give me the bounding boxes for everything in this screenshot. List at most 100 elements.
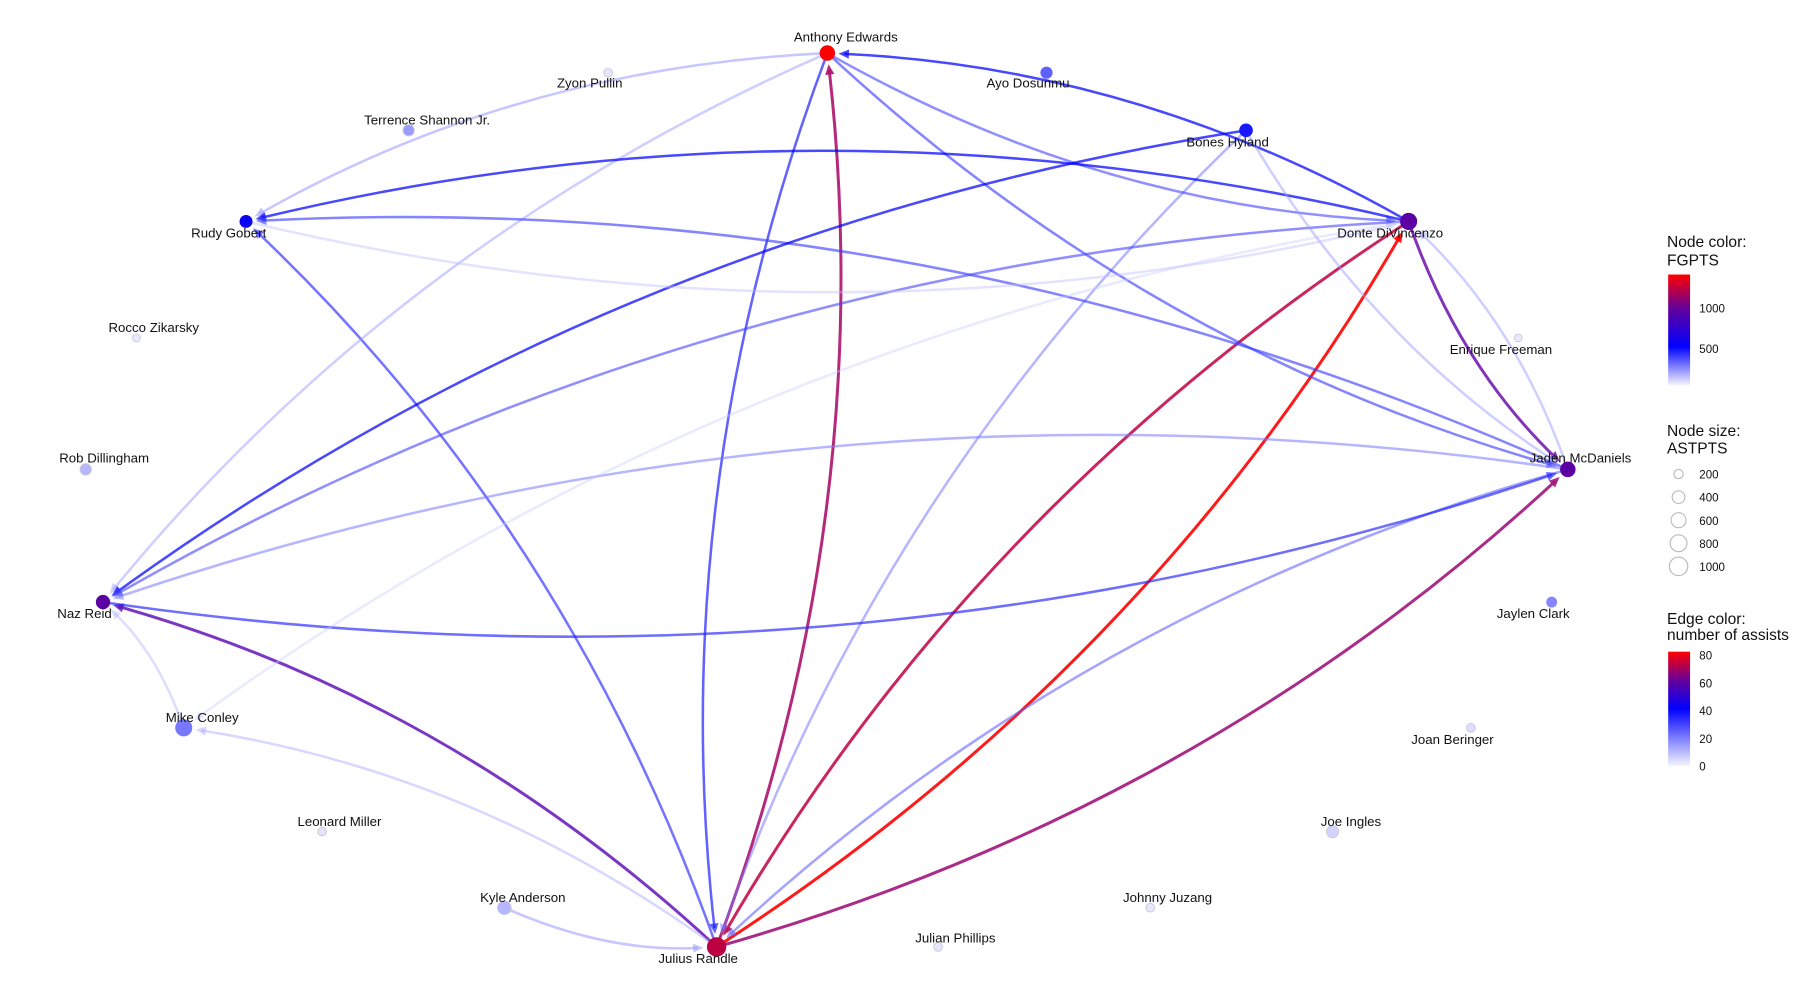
arrowhead-icon xyxy=(1547,453,1559,464)
edge-donte-divincenzo-to-rudy-gobert xyxy=(255,149,1409,223)
node-label: Rocco Zikarsky xyxy=(108,320,199,335)
node-circle[interactable] xyxy=(603,67,613,78)
edge-line xyxy=(844,52,1410,223)
node-circle[interactable] xyxy=(132,333,141,343)
edge-color-tick: 0 xyxy=(1699,761,1705,773)
node-color-legend-subtitle: FGPTS xyxy=(1667,252,1719,269)
node-zyon-pullin[interactable]: Zyon Pullin xyxy=(557,67,623,91)
node-label: Leonard Miller xyxy=(297,814,382,829)
node-label: Kyle Anderson xyxy=(480,890,565,905)
size-key-circle xyxy=(1671,490,1686,505)
node-circle[interactable] xyxy=(317,826,327,837)
node-label: Joan Beringer xyxy=(1411,732,1494,747)
arrowhead-icon xyxy=(193,710,205,721)
node-bones-hyland[interactable]: Bones Hyland xyxy=(1186,123,1269,150)
node-circle[interactable] xyxy=(706,937,727,957)
edge-line xyxy=(261,215,1569,471)
node-label: Naz Reid xyxy=(57,606,112,621)
node-johnny-juzang[interactable]: Johnny Juzang xyxy=(1123,890,1212,913)
node-circle[interactable] xyxy=(79,463,92,476)
edge-line xyxy=(729,468,1569,936)
arrowhead-icon xyxy=(720,923,729,935)
edge-line xyxy=(197,220,1409,719)
node-leonard-miller[interactable]: Leonard Miller xyxy=(297,814,382,837)
node-label: Enrique Freeman xyxy=(1450,342,1552,357)
edge-anthony-edwards-to-naz-reid xyxy=(109,51,828,594)
edge-color-legend-title: Edge color: xyxy=(1667,611,1746,628)
edge-color-tick: 20 xyxy=(1699,734,1712,746)
arrowhead-icon xyxy=(1549,451,1560,462)
node-ayo-dosunmu[interactable]: Ayo Dosunmu xyxy=(987,66,1070,91)
edge-julius-randle-to-anthony-edwards xyxy=(715,64,843,948)
node-circle[interactable] xyxy=(1325,825,1340,839)
node-circle[interactable] xyxy=(1513,333,1523,343)
node-circle[interactable] xyxy=(1560,461,1576,478)
node-joe-ingles[interactable]: Joe Ingles xyxy=(1321,814,1382,839)
node-rocco-zikarsky[interactable]: Rocco Zikarsky xyxy=(108,320,199,343)
node-circle[interactable] xyxy=(1546,596,1558,608)
node-label: Joe Ingles xyxy=(1321,814,1382,829)
node-circle[interactable] xyxy=(819,45,836,61)
edge-line xyxy=(721,129,1247,930)
node-donte-divincenzo[interactable]: Donte DiVincenzo xyxy=(1337,212,1443,241)
node-size-legend-subtitle: ASTPTS xyxy=(1667,440,1728,457)
size-key-label: 600 xyxy=(1699,516,1718,528)
node-jaylen-clark[interactable]: Jaylen Clark xyxy=(1497,596,1570,622)
size-key-circle xyxy=(1673,468,1684,480)
node-label: Rudy Gobert xyxy=(191,226,266,241)
node-naz-reid[interactable]: Naz Reid xyxy=(57,594,112,621)
node-circle[interactable] xyxy=(402,124,415,137)
edge-color-tick: 40 xyxy=(1699,706,1712,718)
edge-line xyxy=(724,220,1410,932)
node-circle[interactable] xyxy=(95,594,111,610)
node-circle[interactable] xyxy=(1145,902,1156,913)
node-circle[interactable] xyxy=(497,900,512,916)
arrowhead-icon xyxy=(1545,471,1558,481)
node-enrique-freeman[interactable]: Enrique Freeman xyxy=(1450,333,1552,357)
edge-anthony-edwards-to-julius-randle xyxy=(701,52,829,934)
edge-jaden-mcdaniels-to-naz-reid xyxy=(113,433,1569,600)
node-circle[interactable] xyxy=(1040,66,1053,79)
edge-line xyxy=(118,433,1569,599)
node-circle[interactable] xyxy=(1466,722,1476,733)
node-terrence-shannon-jr[interactable]: Terrence Shannon Jr. xyxy=(364,113,490,137)
node-label: Jaylen Clark xyxy=(1497,606,1570,621)
node-kyle-anderson[interactable]: Kyle Anderson xyxy=(480,890,566,916)
node-rob-dillingham[interactable]: Rob Dillingham xyxy=(59,451,149,476)
edge-line xyxy=(826,51,1391,222)
node-color-legend-title: Node color: xyxy=(1667,234,1747,251)
edge-julius-randle-to-jaden-mcdaniels xyxy=(716,477,1560,949)
arrowhead-icon xyxy=(1385,222,1397,232)
node-color-tick: 500 xyxy=(1699,344,1718,356)
node-label: Julius Randle xyxy=(658,951,738,966)
edge-line xyxy=(102,473,1553,638)
node-julian-phillips[interactable]: Julian Phillips xyxy=(915,930,996,952)
edge-jaden-mcdaniels-to-donte-divincenzo xyxy=(1417,229,1570,470)
node-circle[interactable] xyxy=(175,719,193,737)
node-color-bar xyxy=(1668,274,1691,386)
arrowhead-icon xyxy=(113,590,125,600)
node-circle[interactable] xyxy=(1239,123,1253,138)
edge-julius-randle-to-donte-divincenzo xyxy=(715,231,1403,949)
node-circle[interactable] xyxy=(933,942,943,952)
node-mike-conley[interactable]: Mike Conley xyxy=(166,710,239,737)
edge-color-legend-subtitle: number of assists xyxy=(1667,627,1789,644)
node-rudy-gobert[interactable]: Rudy Gobert xyxy=(191,214,267,241)
edge-line xyxy=(259,51,828,215)
node-circle[interactable] xyxy=(239,214,253,228)
edge-color-tick: 80 xyxy=(1699,651,1712,663)
edge-donte-divincenzo-to-mike-conley xyxy=(193,220,1409,721)
size-key-label: 400 xyxy=(1699,493,1718,505)
edge-line xyxy=(826,52,1552,467)
arrowhead-icon xyxy=(1417,229,1428,241)
node-jaden-mcdaniels[interactable]: Jaden McDaniels xyxy=(1530,451,1632,478)
node-julius-randle[interactable]: Julius Randle xyxy=(658,937,738,966)
node-joan-beringer[interactable]: Joan Beringer xyxy=(1411,722,1494,747)
node-circle[interactable] xyxy=(1400,212,1418,230)
size-key-circle xyxy=(1670,512,1687,529)
edge-line xyxy=(1407,220,1557,459)
node-anthony-edwards[interactable]: Anthony Edwards xyxy=(794,30,898,61)
node-size-legend-title: Node size: xyxy=(1667,423,1741,440)
edge-line xyxy=(260,149,1409,223)
